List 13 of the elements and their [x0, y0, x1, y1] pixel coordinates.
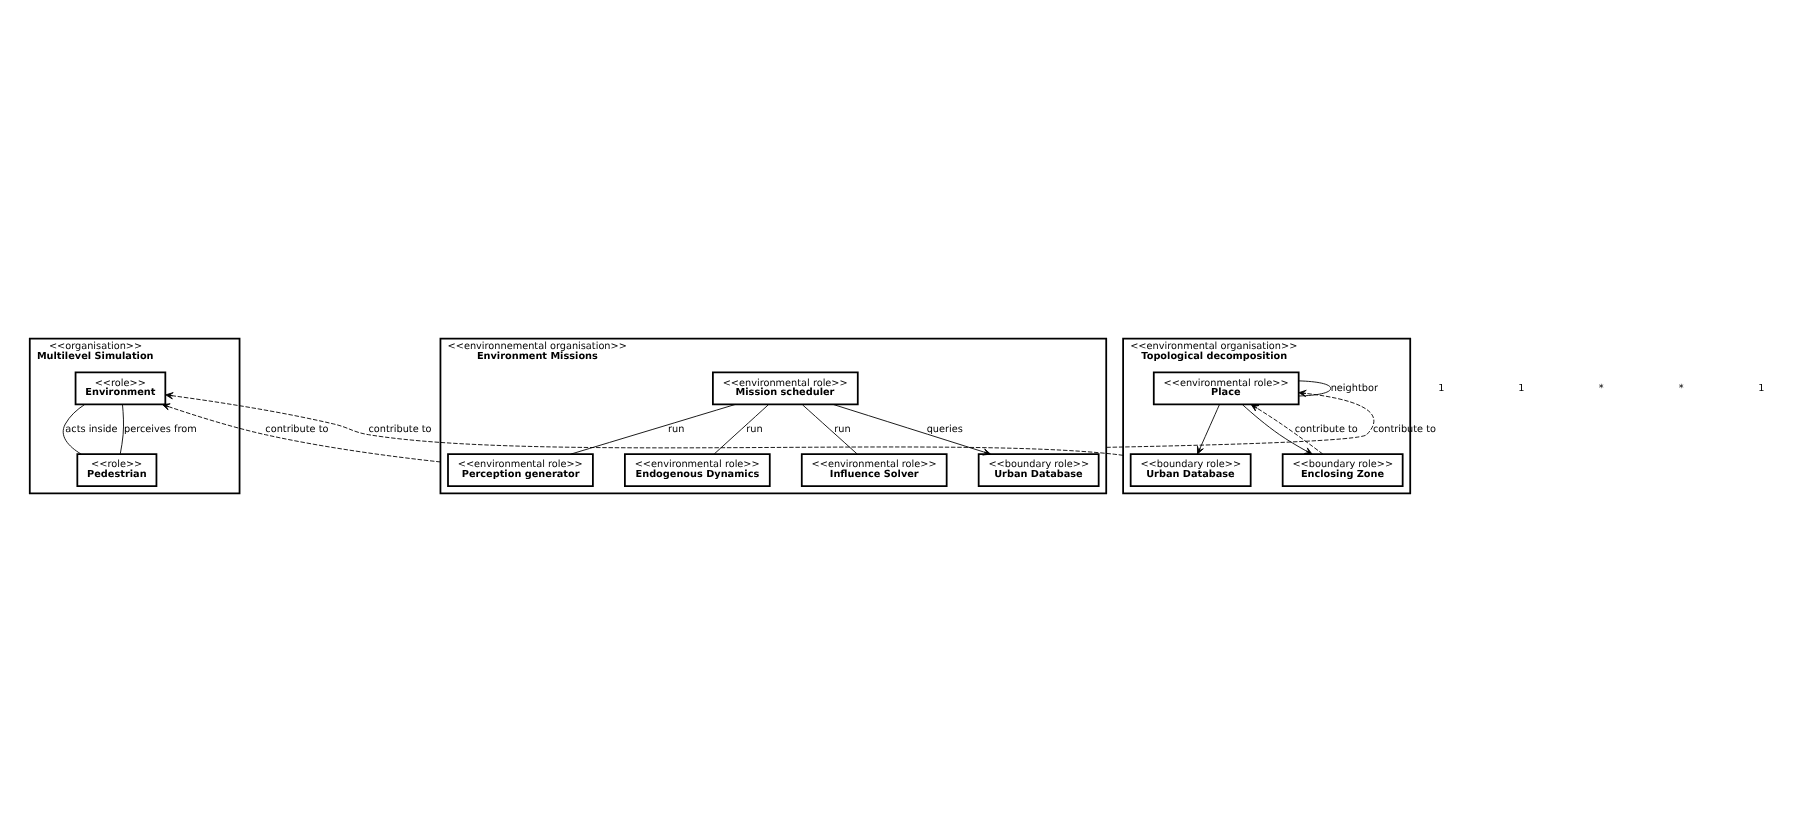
arrow — [832, 404, 991, 456]
connector — [62, 404, 86, 455]
connector — [802, 404, 858, 455]
arrow — [165, 392, 1124, 456]
connector — [1298, 380, 1332, 397]
connector — [119, 404, 124, 455]
arrow — [1250, 404, 1324, 455]
arrow — [1105, 389, 1375, 448]
arrow — [161, 403, 441, 463]
connector — [570, 404, 736, 455]
arrow — [1241, 404, 1313, 455]
connector — [713, 404, 769, 455]
arrow — [1197, 404, 1220, 455]
